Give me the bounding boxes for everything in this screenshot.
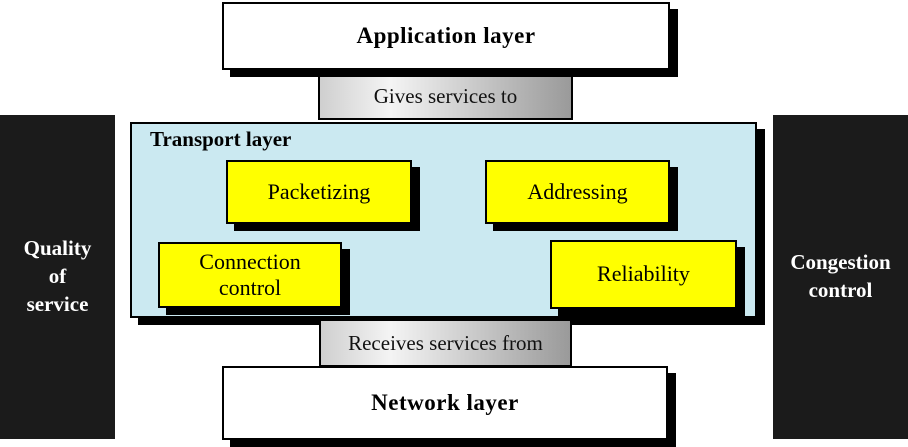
- quality-of-service-label: Quality of service: [23, 236, 92, 316]
- duty-reliability-box: Reliability: [550, 240, 737, 309]
- application-layer-box: Application layer: [222, 2, 670, 70]
- receives-services-label: Receives services from: [348, 330, 543, 355]
- duty-reliability-label: Reliability: [597, 261, 690, 287]
- application-layer-label: Application layer: [356, 23, 536, 48]
- gives-services-label: Gives services to: [373, 83, 518, 108]
- duty-addressing-box: Addressing: [485, 160, 670, 224]
- congestion-control-label: Congestion control: [790, 250, 891, 302]
- duty-addressing-label: Addressing: [527, 178, 628, 204]
- network-layer-box: Network layer: [222, 366, 668, 440]
- gives-services-connector: Gives services to: [318, 72, 573, 120]
- duty-connection-control-box: Connection control: [158, 242, 342, 308]
- duty-connection-control-label: Connection control: [199, 248, 301, 300]
- transport-layer-box: Transport layer Packetizing Addressing C…: [130, 122, 757, 318]
- quality-of-service-box: Quality of service: [0, 115, 115, 439]
- receives-services-connector: Receives services from: [319, 319, 572, 367]
- duty-packetizing-box: Packetizing: [226, 160, 412, 224]
- transport-layer-label: Transport layer: [150, 127, 292, 151]
- duty-packetizing-label: Packetizing: [267, 178, 371, 204]
- congestion-control-box: Congestion control: [773, 115, 908, 439]
- network-layer-label: Network layer: [371, 390, 519, 415]
